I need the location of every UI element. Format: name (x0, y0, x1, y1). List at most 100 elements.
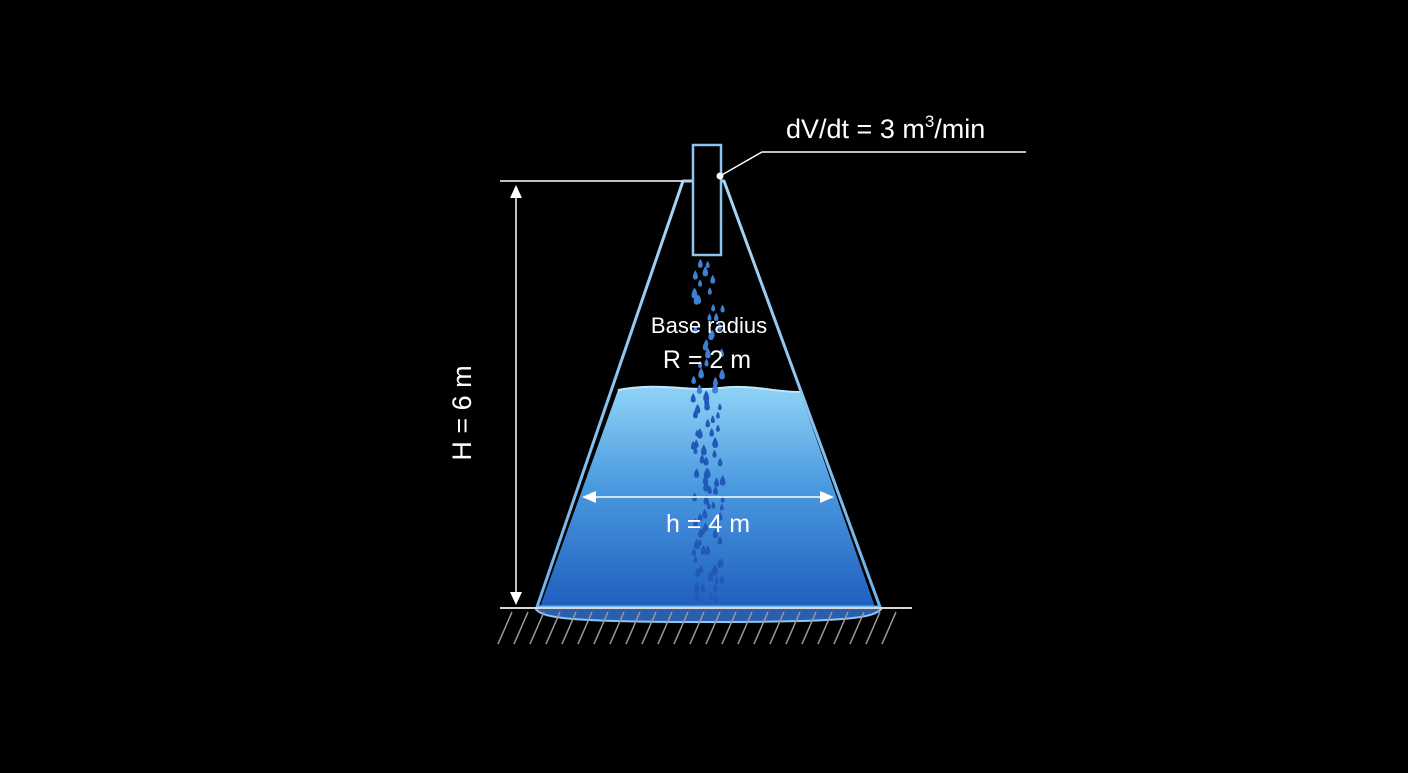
water-droplet (710, 274, 716, 284)
hatch-mark (705, 611, 721, 645)
water-droplet (719, 575, 725, 584)
water-droplet (711, 303, 716, 312)
hatch-mark (753, 611, 769, 645)
water-droplet (707, 287, 712, 295)
hatch-mark (625, 611, 641, 645)
water-droplet (691, 548, 697, 557)
water-droplet (707, 571, 714, 582)
water-droplet (716, 411, 720, 419)
water-droplet (695, 567, 701, 577)
water-droplet (715, 424, 720, 432)
water-droplet (699, 564, 704, 574)
water-droplet (712, 437, 719, 448)
flow-rate-unit: /min (934, 114, 985, 144)
height-label: H = 6 m (447, 365, 477, 460)
water-droplet (700, 583, 706, 593)
water-droplet (717, 457, 723, 467)
hatch-mark (497, 611, 513, 645)
hatch-mark (657, 611, 673, 645)
water-droplet (693, 555, 698, 563)
hatch-mark (833, 611, 849, 645)
hatch-mark (689, 611, 705, 645)
water-droplet (700, 544, 707, 555)
water-droplet (695, 429, 699, 437)
base-radius-value: R = 2 m (663, 346, 751, 374)
water-droplet (693, 581, 700, 593)
water-droplet (698, 279, 703, 287)
hatch-mark (849, 611, 865, 645)
water-droplet (697, 258, 703, 268)
water-droplet (702, 340, 708, 351)
flow-rate-leader (719, 151, 1026, 177)
water-width-arrow-right (820, 491, 834, 503)
water-droplet (713, 312, 719, 322)
hatch-mark (769, 611, 785, 645)
water-droplet (717, 322, 722, 331)
water-droplet (719, 475, 726, 486)
hatch-mark (529, 611, 545, 645)
water-droplet (693, 325, 698, 334)
water-droplet (720, 304, 725, 313)
water-droplet (690, 393, 696, 403)
water-droplet (704, 400, 710, 411)
water-droplet (707, 502, 711, 510)
hatch-mark (513, 611, 529, 645)
flow-rate-main: dV/dt = 3 m (786, 114, 925, 144)
hatch-mark (801, 611, 817, 645)
water-droplet (719, 558, 724, 567)
water-droplet (714, 477, 720, 487)
water-droplet (693, 538, 700, 550)
height-arrow-bottom (510, 592, 522, 605)
water-droplet (709, 428, 715, 437)
water-droplet (701, 527, 705, 535)
water-droplet (693, 518, 698, 528)
hatch-mark (721, 611, 737, 645)
water-droplet (717, 512, 723, 521)
hatch-mark (673, 611, 689, 645)
water-droplet (694, 468, 700, 478)
water-droplet (698, 360, 703, 369)
water-surface (617, 385, 801, 393)
water-droplet (700, 444, 707, 456)
water-droplet (711, 501, 716, 509)
hatch-mark (785, 611, 801, 645)
water-droplet (712, 376, 718, 387)
hatch-mark (881, 611, 897, 645)
water-droplet (691, 375, 696, 384)
water-droplet (711, 564, 718, 576)
water-droplet (698, 367, 704, 379)
water-droplet (707, 485, 712, 494)
ground-hatching (497, 611, 897, 645)
water-droplet (697, 428, 703, 439)
water-droplet (703, 522, 708, 532)
water-droplet (696, 294, 702, 304)
water-droplet (717, 536, 723, 545)
hatch-mark (545, 611, 561, 645)
water-width-arrow-left (582, 491, 596, 503)
hatch-mark (641, 611, 657, 645)
hatch-mark (609, 611, 625, 645)
water-droplet (697, 513, 703, 522)
water-droplet (710, 329, 715, 338)
water-droplet (719, 368, 725, 380)
base-radius-caption: Base radius (651, 313, 767, 338)
water-height-label: h = 4 m (666, 510, 750, 538)
hatch-mark (593, 611, 609, 645)
water-droplet (705, 545, 711, 555)
water-droplet (702, 508, 708, 519)
water-droplet (702, 266, 709, 277)
water-droplet (692, 270, 698, 280)
water-droplet (696, 384, 703, 394)
water-droplet (712, 382, 719, 394)
hatch-mark (737, 611, 753, 645)
flow-rate-leader-dot (716, 172, 724, 180)
water-droplet (705, 260, 710, 268)
hatch-mark (865, 611, 881, 645)
water-droplet (694, 590, 701, 602)
flow-rate-label: dV/dt = 3 m3/min (786, 112, 985, 144)
hatch-mark (817, 611, 833, 645)
water-droplet (709, 592, 714, 600)
water-droplet (712, 583, 718, 593)
